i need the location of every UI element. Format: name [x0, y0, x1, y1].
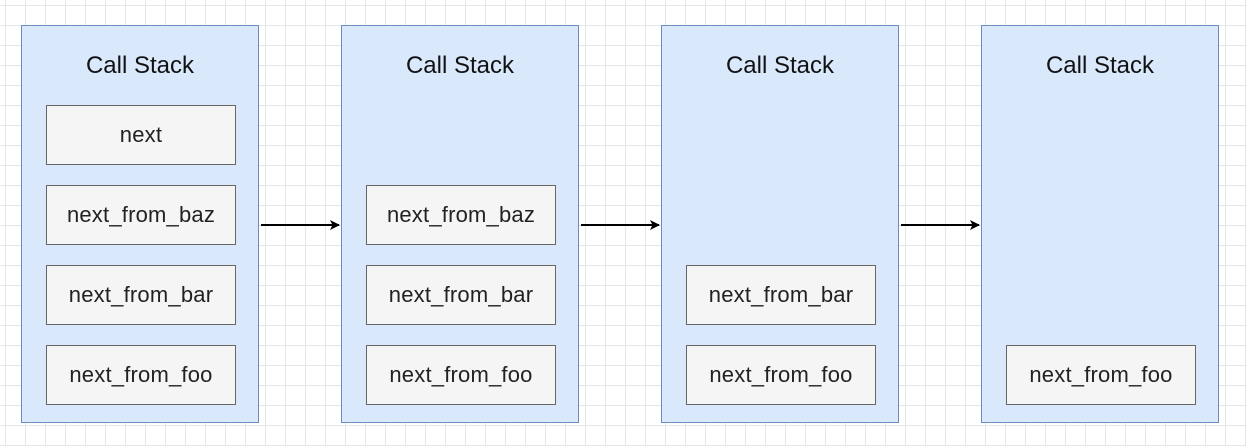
stack-1-frame-next: next — [46, 105, 236, 165]
call-stack-2-title: Call Stack — [405, 52, 515, 79]
stack-2-frame-next-from-foo: next_from_foo — [366, 345, 556, 405]
call-stack-4-title: Call Stack — [1045, 52, 1155, 79]
stack-2-frame-next-from-baz: next_from_baz — [366, 185, 556, 245]
stack-3-frame-next-from-foo: next_from_foo — [686, 345, 876, 405]
stack-1-frame-next-from-foo: next_from_foo — [46, 345, 236, 405]
stack-4-frame-next-from-foo: next_from_foo — [1006, 345, 1196, 405]
stack-1-frame-next-from-bar: next_from_bar — [46, 265, 236, 325]
stack-1-frame-next-from-baz: next_from_baz — [46, 185, 236, 245]
call-stack-3-title: Call Stack — [725, 52, 835, 79]
stack-2-frame-next-from-bar: next_from_bar — [366, 265, 556, 325]
stack-3-frame-next-from-bar: next_from_bar — [686, 265, 876, 325]
call-stack-1-title: Call Stack — [85, 52, 195, 79]
